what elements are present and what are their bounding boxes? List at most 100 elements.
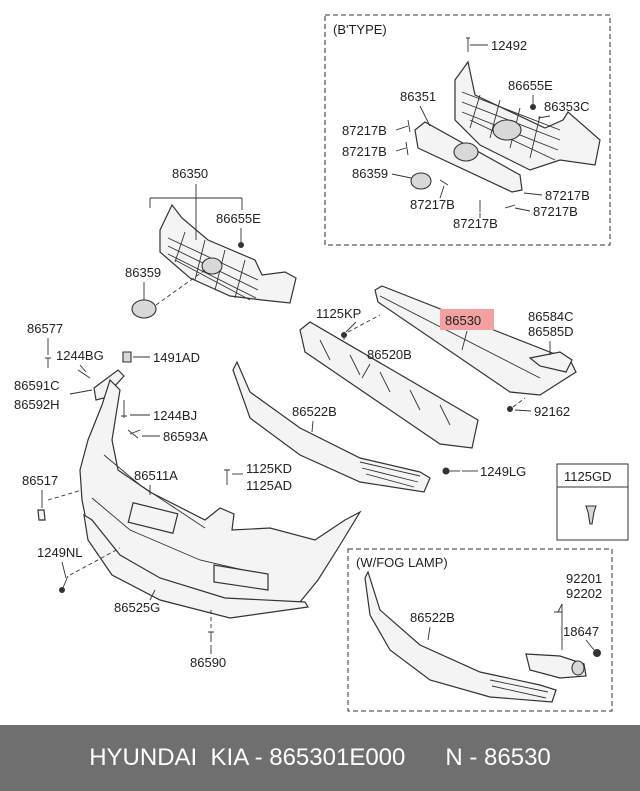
clip-86593a	[127, 429, 141, 439]
label-86522b: 86522B	[292, 404, 337, 419]
leader-1249nl	[61, 561, 67, 579]
label-86525g: 86525G	[114, 600, 160, 615]
btype-moulding-emblem	[453, 142, 479, 162]
leader-87217b-4	[523, 192, 543, 196]
clip-87217b-b	[405, 141, 409, 156]
bolt-92162-guide	[512, 397, 526, 408]
main-grille-emblem	[201, 257, 223, 275]
label-86590: 86590	[190, 655, 226, 670]
screw-1249nl-head	[59, 587, 65, 593]
leader-87217b-5	[514, 207, 531, 212]
label-1491ad: 1491AD	[153, 350, 200, 365]
screw-1244bj	[121, 400, 127, 418]
leader-92162	[514, 409, 532, 412]
screw-12492	[466, 37, 470, 52]
leader-86591c	[69, 389, 93, 395]
main-grille	[159, 203, 297, 304]
parts-diagram: (B'TYPE) 12492 86655E 86351 86353C 87217…	[14, 14, 629, 712]
label-86584c: 86584C	[528, 309, 574, 324]
clip-87217b-a	[407, 119, 411, 133]
label-86353c: 86353C	[544, 99, 590, 114]
bumper-beam-rib	[379, 295, 541, 379]
lower-grille-foglamp	[364, 570, 557, 703]
foglamp-grille-mesh	[489, 679, 549, 699]
label-1125ad: 1125AD	[246, 478, 292, 493]
label-18647: 18647	[563, 624, 599, 639]
label-86591c: 86591C	[14, 378, 60, 393]
label-86655e-btype: 86655E	[508, 78, 553, 93]
label-1249nl: 1249NL	[37, 545, 83, 560]
box-1125gd	[556, 463, 629, 541]
label-87217b-1: 87217B	[342, 123, 387, 138]
label-86359-btype: 86359	[352, 166, 388, 181]
label-87217b-4: 87217B	[545, 188, 590, 203]
emblem-guide	[155, 269, 206, 306]
screw-1249lg-head	[442, 467, 450, 475]
clip-86577	[45, 357, 51, 368]
leader-86525g	[149, 589, 156, 601]
label-1125kp: 1125KP	[316, 306, 361, 321]
leader-86351	[419, 105, 431, 127]
leader-1125kp	[345, 321, 357, 333]
leader-86359-btype	[391, 173, 412, 179]
screw-1244bg	[77, 369, 91, 379]
leader-87217b-2	[395, 147, 407, 152]
cap-86517-guide	[47, 489, 83, 501]
leader-87217b-1	[395, 125, 409, 131]
screw-1125kd	[224, 469, 230, 485]
license-plate-area	[127, 502, 179, 534]
btype-grille	[454, 60, 601, 171]
label-86585d: 86585D	[528, 324, 574, 339]
label-86522b-foglamp: 86522B	[410, 610, 455, 625]
label-86577: 86577	[27, 321, 63, 336]
part-number-footer: HYUNDAI KIA - 865301E000 N - 86530	[0, 725, 640, 791]
clip-87217b-d	[504, 204, 516, 209]
nut-1491ad	[122, 351, 132, 363]
foglamp-box	[347, 548, 613, 712]
label-86655e: 86655E	[216, 211, 261, 226]
btype-box	[324, 14, 611, 246]
footer-text: HYUNDAI KIA - 865301E000 N - 86530	[89, 744, 551, 771]
foglamp-title: (W/FOG LAMP)	[356, 555, 448, 570]
foglamp-bracket	[554, 603, 563, 650]
label-86593a: 86593A	[163, 429, 208, 444]
label-92202: 92202	[566, 586, 602, 601]
label-1244bj: 1244BJ	[153, 408, 197, 423]
label-87217b-5: 87217B	[533, 204, 578, 219]
label-86350: 86350	[172, 166, 208, 181]
energy-absorber-ribs	[319, 339, 451, 426]
leader-86522b	[311, 420, 314, 433]
label-87217b-2: 87217B	[342, 144, 387, 159]
bolt-92162	[507, 406, 513, 412]
bumper-beam-86530	[374, 285, 577, 396]
label-1249lg: 1249LG	[480, 464, 526, 479]
label-86351: 86351	[400, 89, 436, 104]
label-86517: 86517	[22, 473, 58, 488]
screw-1125kp-head	[341, 332, 347, 338]
clip-86655e	[238, 242, 244, 248]
label-86530: 86530	[445, 313, 481, 328]
fastener-1125gd	[585, 505, 597, 525]
clip-87217b-c	[439, 179, 449, 186]
screw-1125kp-guide	[347, 314, 381, 333]
lower-grille-mesh	[359, 461, 421, 488]
screw-1249nl-guide	[69, 547, 121, 576]
label-1244bg: 1244BG	[56, 348, 104, 363]
leader-86520b	[361, 363, 371, 379]
foglamp-lens	[571, 660, 585, 676]
highlight-86530	[440, 309, 494, 330]
lower-lip-86525g	[83, 513, 309, 619]
label-87217b-3: 87217B	[410, 197, 455, 212]
btype-emblem-on-grille	[492, 119, 522, 141]
leader-87217b-3	[439, 185, 445, 199]
bumper-lower-slot	[213, 564, 269, 591]
bumper-bracket-86584c	[528, 351, 573, 373]
bulb-18647	[593, 649, 601, 657]
label-86511a: 86511A	[134, 468, 178, 483]
clip-86590	[208, 631, 214, 642]
label-86520b: 86520B	[367, 347, 412, 362]
cap-86517	[37, 509, 46, 521]
label-12492: 12492	[491, 38, 527, 53]
foglamp-unit	[525, 653, 587, 679]
label-1125gd: 1125GD	[564, 469, 611, 484]
